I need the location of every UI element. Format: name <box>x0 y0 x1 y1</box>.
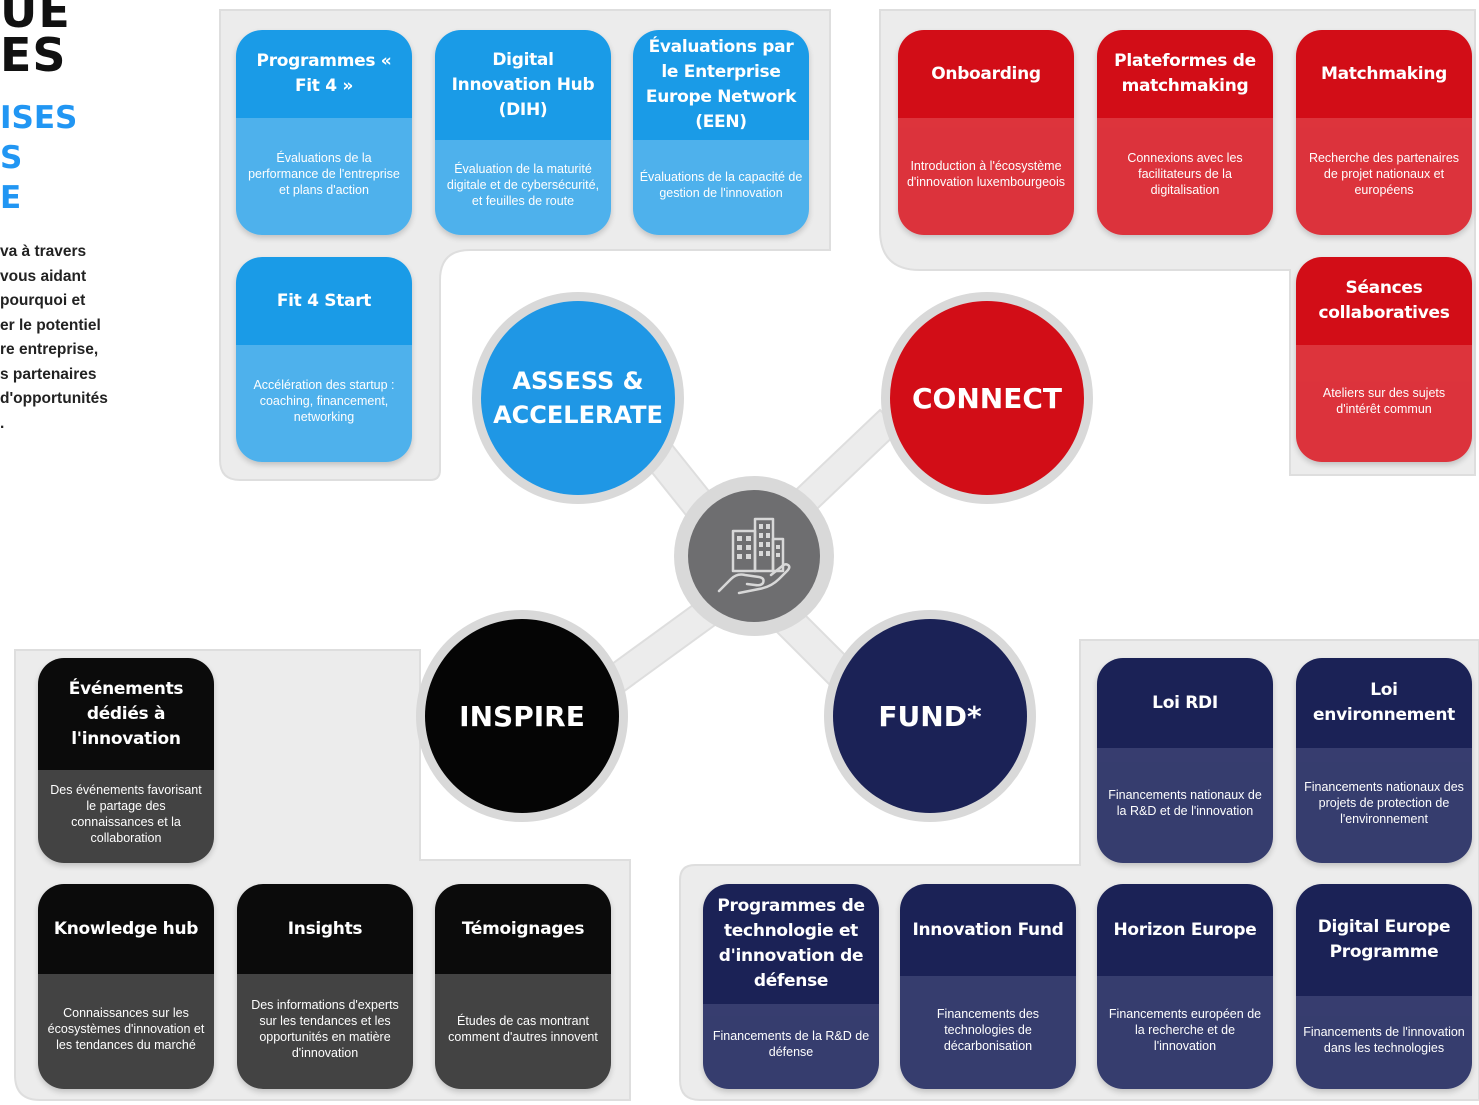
card-title: Séances collaboratives <box>1296 257 1472 345</box>
card-title: Événements dédiés à l'innovation <box>38 658 214 770</box>
card-description: Introduction à l'écosystème d'innovation… <box>898 118 1074 235</box>
card-title: Programmes de technologie et d'innovatio… <box>703 884 879 1004</box>
intro-body-line: va à travers <box>0 243 87 260</box>
card-title: Horizon Europe <box>1097 884 1273 976</box>
card-loi-environnement[interactable]: Loi environnement Financements nationaux… <box>1296 658 1472 863</box>
card-seances-collaboratives[interactable]: Séances collaboratives Ateliers sur des … <box>1296 257 1472 462</box>
hub-assess-line1: ASSESS & <box>512 367 644 395</box>
intro-title-line1: UE <box>0 0 71 38</box>
card-title: Plateformes de matchmaking <box>1097 30 1273 118</box>
card-description: Évaluations de la capacité de gestion de… <box>633 140 809 235</box>
card-onboarding[interactable]: Onboarding Introduction à l'écosystème d… <box>898 30 1074 235</box>
card-title: Programmes « Fit 4 » <box>236 30 412 118</box>
card-title: Onboarding <box>898 30 1074 118</box>
card-digital-innovation-hub[interactable]: Digital Innovation Hub (DIH) Évaluation … <box>435 30 611 235</box>
intro-body-line: . <box>0 414 5 432</box>
intro-body-line: er le potentiel <box>0 316 101 334</box>
card-title: Loi environnement <box>1296 658 1472 748</box>
card-description: Connaissances sur les écosystèmes d'inno… <box>38 974 214 1089</box>
card-description: Des événements favorisant le partage des… <box>38 770 214 863</box>
card-title: Loi RDI <box>1097 658 1273 748</box>
card-title: Fit 4 Start <box>236 257 412 345</box>
card-description: Accélération des startup : coaching, fin… <box>236 345 412 462</box>
hub-fund-label: FUND* <box>878 699 982 733</box>
card-description: Financements nationaux de la R&D et de l… <box>1097 748 1273 863</box>
hub-inspire-label: INSPIRE <box>459 699 585 733</box>
card-description: Financements des technologies de décarbo… <box>900 976 1076 1089</box>
card-loi-rdi[interactable]: Loi RDI Financements nationaux de la R&D… <box>1097 658 1273 863</box>
card-title: Digital Europe Programme <box>1296 884 1472 996</box>
card-title: Insights <box>237 884 413 974</box>
card-digital-europe-programme[interactable]: Digital Europe Programme Financements de… <box>1296 884 1472 1089</box>
card-description: Évaluation de la maturité digitale et de… <box>435 140 611 235</box>
card-title: Évaluations par le Enterprise Europe Net… <box>633 30 809 140</box>
intro-body-line: pourquoi et <box>0 292 86 309</box>
center-hub <box>688 490 820 622</box>
intro-body: va à travers vous aidant pourquoi et er … <box>0 240 165 436</box>
intro-body-line: d'opportunités <box>0 390 108 407</box>
card-title: Knowledge hub <box>38 884 214 974</box>
card-evenements-innovation[interactable]: Événements dédiés à l'innovation Des évé… <box>38 658 214 863</box>
card-description: Financements de l'innovation dans les te… <box>1296 996 1472 1089</box>
card-programmes-defense[interactable]: Programmes de technologie et d'innovatio… <box>703 884 879 1089</box>
card-plateformes-matchmaking[interactable]: Plateformes de matchmaking Connexions av… <box>1097 30 1273 235</box>
hub-connect-label: CONNECT <box>912 381 1062 415</box>
card-description: Recherche des partenaires de projet nati… <box>1296 118 1472 235</box>
intro-subtitle-line2: S <box>0 140 23 176</box>
card-description: Évaluations de la performance de l'entre… <box>236 118 412 235</box>
card-title: Innovation Fund <box>900 884 1076 976</box>
card-title: Matchmaking <box>1296 30 1472 118</box>
hub-assess-accelerate[interactable]: ASSESS & ACCELERATE <box>481 301 675 495</box>
intro-subtitle-line3: E <box>0 180 22 216</box>
panel-fund <box>679 639 1479 1101</box>
intro-body-line: re entreprise, <box>0 341 99 358</box>
hub-assess-line2: ACCELERATE <box>493 401 663 429</box>
card-description: Connexions avec les facilitateurs de la … <box>1097 118 1273 235</box>
intro-body-line: vous aidant <box>0 267 87 285</box>
card-programmes-fit4[interactable]: Programmes « Fit 4 » Évaluations de la p… <box>236 30 412 235</box>
card-title: Témoignages <box>435 884 611 974</box>
intro-title-line2: ES <box>0 28 67 82</box>
card-description: Financements nationaux des projets de pr… <box>1296 748 1472 863</box>
card-fit4-start[interactable]: Fit 4 Start Accélération des startup : c… <box>236 257 412 462</box>
hub-fund[interactable]: FUND* <box>833 619 1027 813</box>
card-evaluations-een[interactable]: Évaluations par le Enterprise Europe Net… <box>633 30 809 235</box>
card-description: Des informations d'experts sur les tenda… <box>237 974 413 1089</box>
intro-body-line: s partenaires <box>0 365 97 383</box>
card-horizon-europe[interactable]: Horizon Europe Financements européen de … <box>1097 884 1273 1089</box>
card-description: Ateliers sur des sujets d'intérêt commun <box>1296 345 1472 462</box>
card-insights[interactable]: Insights Des informations d'experts sur … <box>237 884 413 1089</box>
card-title: Digital Innovation Hub (DIH) <box>435 30 611 140</box>
card-knowledge-hub[interactable]: Knowledge hub Connaissances sur les écos… <box>38 884 214 1089</box>
hub-inspire[interactable]: INSPIRE <box>425 619 619 813</box>
card-matchmaking[interactable]: Matchmaking Recherche des partenaires de… <box>1296 30 1472 235</box>
card-innovation-fund[interactable]: Innovation Fund Financements des technol… <box>900 884 1076 1089</box>
intro-subtitle-line1: ISES <box>0 100 78 136</box>
buildings-in-hand-icon <box>717 517 791 595</box>
card-description: Financements européen de la recherche et… <box>1097 976 1273 1089</box>
hub-connect[interactable]: CONNECT <box>890 301 1084 495</box>
card-description: Financements de la R&D de défense <box>703 1004 879 1089</box>
card-temoignages[interactable]: Témoignages Études de cas montrant comme… <box>435 884 611 1089</box>
card-description: Études de cas montrant comment d'autres … <box>435 974 611 1089</box>
